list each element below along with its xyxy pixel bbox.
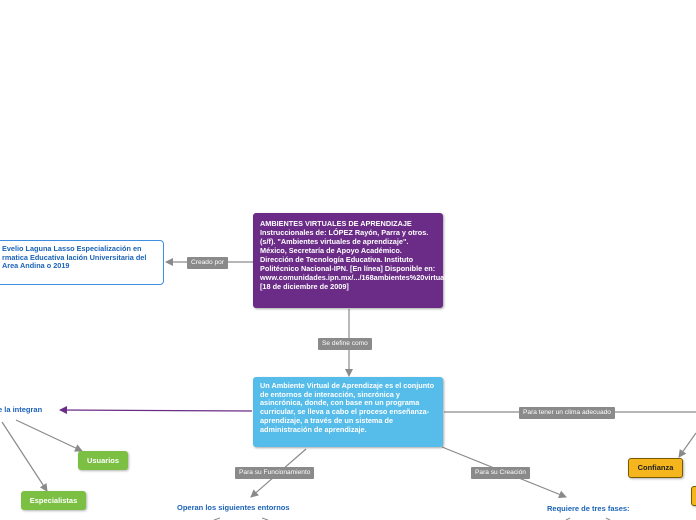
connector-trust — [678, 432, 696, 458]
author-node[interactable]: Evelio Laguna Lasso Especialización en r… — [0, 240, 164, 285]
author-text: Evelio Laguna Lasso Especialización en r… — [2, 244, 147, 271]
label-defined-as[interactable]: Se define como — [318, 338, 372, 350]
connector-specialists — [1, 421, 48, 492]
connector-integrants — [59, 406, 253, 415]
trust-node[interactable]: Confianza — [628, 458, 683, 478]
specialists-label: Especialistas — [29, 496, 78, 505]
label-operation[interactable]: Para su Funcionamiento — [235, 467, 315, 479]
definition-node[interactable]: Un Ambiente Virtual de Aprendizaje es el… — [253, 377, 443, 447]
users-node[interactable]: Usuarios — [78, 451, 128, 470]
specialists-node[interactable]: Especialistas — [21, 491, 86, 510]
integrants-node[interactable]: e la integran — [0, 405, 43, 414]
definition-text: Un Ambiente Virtual de Aprendizaje es el… — [260, 381, 435, 434]
label-creation[interactable]: Para su Creación — [471, 467, 530, 479]
label-climate[interactable]: Para tener un clima adecuado — [519, 407, 615, 419]
trust-label: Confianza — [637, 463, 674, 472]
users-label: Usuarios — [86, 456, 120, 465]
offscreen-orange-node[interactable] — [691, 486, 696, 506]
operate-node[interactable]: Operan los siguientes entornos — [177, 503, 290, 512]
phases-node[interactable]: Requiere de tres fases: — [547, 504, 630, 513]
main-topic-text: AMBIENTES VIRTUALES DE APRENDIZAJE Instr… — [260, 219, 533, 291]
connector-users — [15, 419, 83, 452]
main-topic-node[interactable]: AMBIENTES VIRTUALES DE APRENDIZAJE Instr… — [253, 213, 532, 308]
label-created-by[interactable]: Creado por — [187, 257, 228, 269]
